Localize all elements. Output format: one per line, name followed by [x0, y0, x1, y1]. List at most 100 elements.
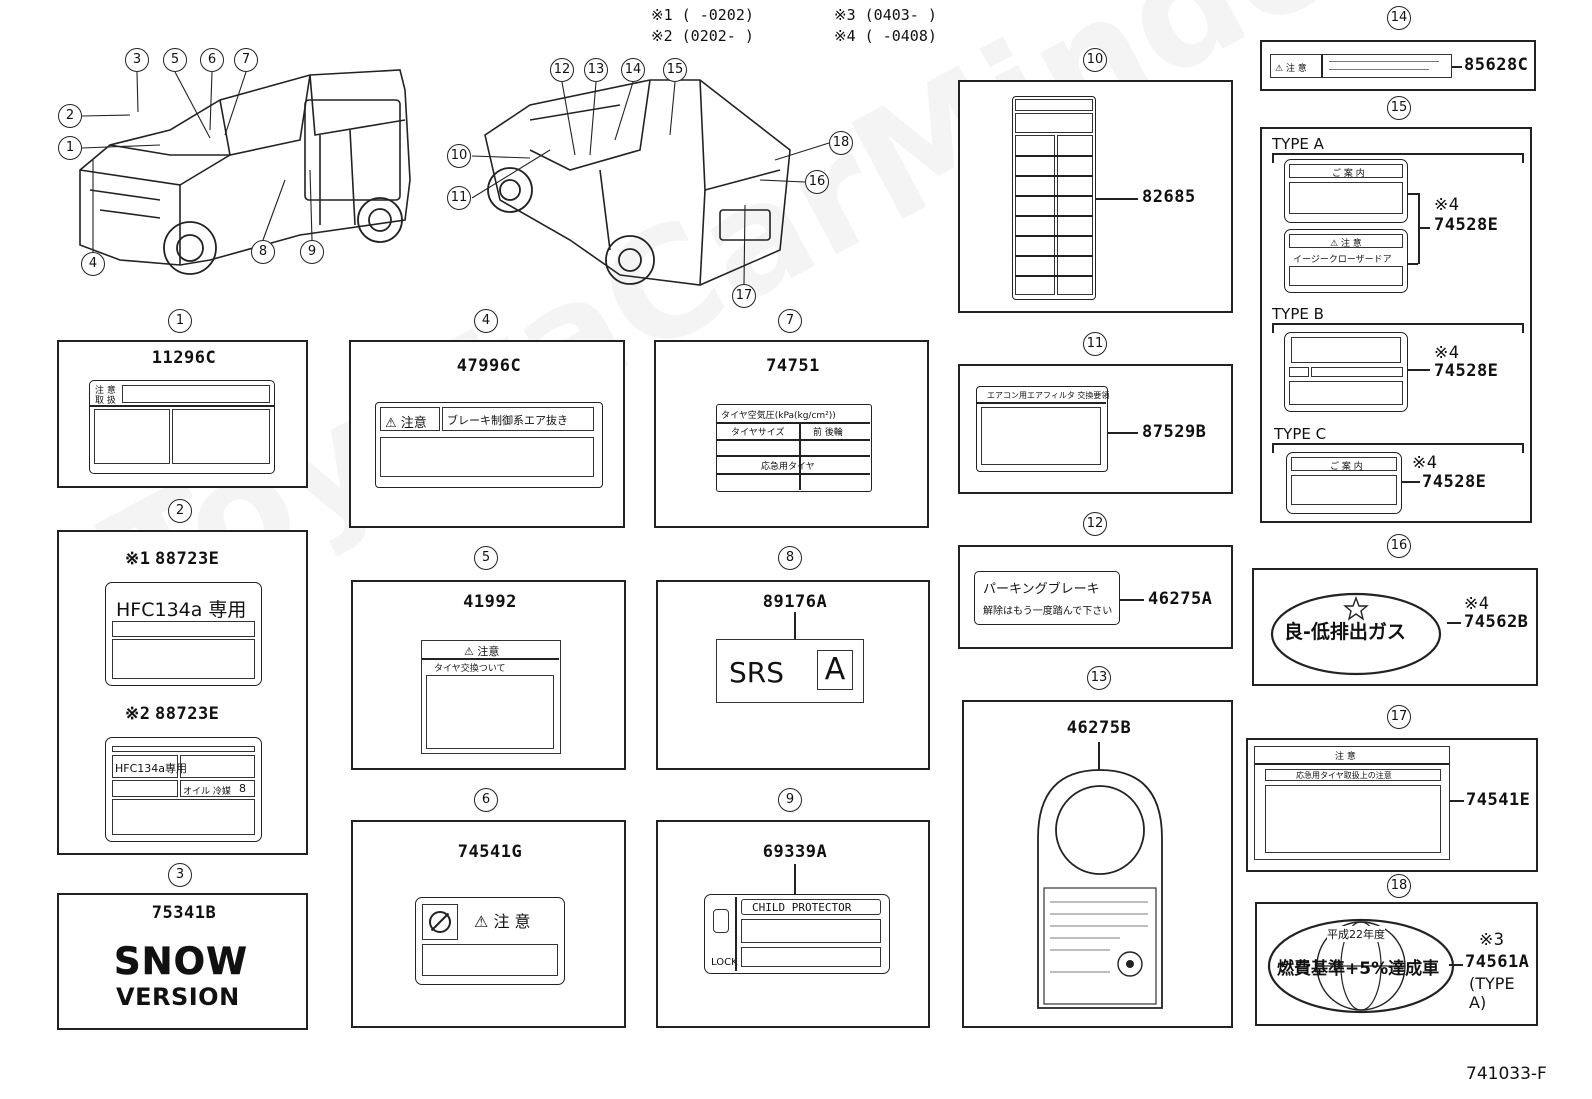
guide-text: ご 案 内 — [1332, 169, 1365, 179]
caution-text: ⚠ 注 意 — [1275, 64, 1307, 74]
label-cell — [1289, 367, 1309, 377]
type-a-title: TYPE A — [1272, 135, 1324, 153]
callout-14-heading: 14 — [1387, 6, 1411, 30]
label-47996c: ⚠ 注意 ブレーキ制御系エア抜き — [375, 402, 603, 488]
divider — [1015, 255, 1093, 257]
divider — [717, 439, 870, 441]
part-13-panel: 46275B — [962, 700, 1233, 1028]
label-text-a: 注 意 — [95, 386, 116, 396]
part-number: 74561A — [1465, 952, 1530, 972]
part-number-type-a: 74528E — [1434, 215, 1499, 235]
note-marker-1: ※1 — [125, 549, 151, 569]
bracket-line — [1408, 193, 1418, 195]
part-number-1: 88723E — [155, 549, 220, 569]
callout-14: 14 — [621, 58, 645, 82]
part-number-type-c: 74528E — [1422, 472, 1487, 492]
label-body — [981, 407, 1101, 465]
part-number: 47996C — [456, 356, 522, 376]
label-74751: タイヤ空気圧(kPa(kg/cm²)) タイヤサイズ 前 後輪 応急用タイヤ — [716, 404, 872, 492]
leader-line — [1098, 742, 1100, 770]
label-88723e-2: HFC134a専用 オイル 冷媒 8 — [105, 737, 262, 842]
label-body — [1291, 475, 1397, 505]
label-cell — [1311, 367, 1403, 377]
text-line — [1329, 69, 1429, 70]
label-type-b — [1284, 332, 1408, 412]
caution-text: ⚠ 注 意 — [474, 912, 531, 931]
fuel-economy-text: 燃費基準+5%達成車 — [1277, 959, 1440, 979]
oil-text: オイル 冷媒 — [183, 787, 231, 797]
divider — [1015, 175, 1093, 177]
callout-13: 13 — [584, 58, 608, 82]
divider — [90, 405, 274, 407]
leader-line — [1447, 622, 1461, 624]
bracket-line — [1522, 443, 1524, 453]
note-marker: ※4 — [1464, 594, 1490, 614]
label-69339a: LOCK CHILD PROTECTOR — [704, 894, 890, 974]
part-number: 74562B — [1464, 612, 1529, 632]
label-type-c: ご 案 内 — [1286, 452, 1402, 514]
label-body — [741, 947, 881, 967]
callout-16: 16 — [805, 170, 829, 194]
callout-4-heading: 4 — [474, 309, 498, 333]
part-number: 85628C — [1464, 55, 1529, 75]
label-body — [1289, 266, 1403, 286]
van-front-leaders — [81, 71, 313, 252]
part-number: 75341B — [151, 903, 217, 923]
leader-line — [1408, 369, 1430, 371]
callout-4: 4 — [81, 252, 105, 276]
label-88723e-1: HFC134a 専用 — [105, 582, 262, 686]
label-11296c: 注 意 取 扱 — [89, 380, 275, 474]
label-cell-hfc: HFC134a専用 — [112, 755, 187, 778]
note-marker-2: ※2 — [125, 704, 151, 724]
label-body — [112, 639, 255, 679]
callout-16-heading: 16 — [1387, 534, 1411, 558]
leader-line — [1449, 964, 1463, 966]
tire-pressure-header: タイヤ空気圧(kPa(kg/cm²)) — [721, 411, 836, 421]
label-cell-right — [172, 409, 270, 464]
label-header-box — [122, 385, 270, 403]
type-b-title: TYPE B — [1272, 305, 1324, 323]
label-body — [741, 919, 881, 943]
callout-2-heading: 2 — [168, 499, 192, 523]
leader-line — [1108, 432, 1138, 434]
callout-17: 17 — [732, 284, 756, 308]
note-3: ※3 (0403- ) — [834, 6, 937, 24]
part-number: 41992 — [463, 592, 517, 612]
front-rear-col: 前 後輪 — [813, 428, 843, 438]
bracket-line — [1418, 193, 1420, 264]
bracket-line — [1272, 323, 1274, 333]
label-header: ⚠ 注 意 — [1289, 234, 1403, 249]
fuel-economy-globe — [1267, 918, 1455, 1014]
label-cell — [180, 755, 255, 778]
label-74541e: 注 意 応急用タイヤ取扱上の注意 — [1254, 746, 1450, 860]
label-row — [1015, 99, 1093, 111]
van-rear-drawing — [484, 79, 791, 286]
part-16-panel: 良-低排出ガス ※4 74562B — [1252, 568, 1538, 686]
part-10-panel: 82685 — [958, 80, 1233, 313]
label-row: 応急用タイヤ取扱上の注意 — [1265, 769, 1441, 781]
callout-3: 3 — [125, 48, 149, 72]
leader-line — [1450, 800, 1464, 802]
note-marker: ※4 — [1434, 343, 1460, 363]
leader-line — [794, 612, 796, 639]
label-header — [1291, 337, 1401, 363]
title-box: ブレーキ制御系エア抜き — [442, 407, 594, 431]
label-title: ブレーキ制御系エア抜き — [447, 414, 568, 427]
srs-text: SRS — [729, 656, 785, 689]
lock-text: LOCK — [711, 957, 738, 968]
callout-6-heading: 6 — [474, 788, 498, 812]
part-12-panel: パーキングブレーキ 解除はもう一度踏んで下さい 46275A — [958, 545, 1233, 649]
tire-size-col: タイヤサイズ — [731, 428, 785, 438]
divider — [1015, 275, 1093, 277]
label-87529b: エアコン用エアフィルタ 交換要領 — [976, 386, 1109, 472]
part-number-2: 88723E — [155, 704, 220, 724]
callout-1: 1 — [58, 136, 82, 160]
type-text: (TYPE A) — [1469, 974, 1515, 1012]
child-protector-header: CHILD PROTECTOR — [741, 899, 881, 915]
divider — [977, 402, 1106, 404]
callout-12-heading: 12 — [1083, 512, 1107, 536]
part-number: 87529B — [1142, 422, 1207, 442]
part-17-panel: 注 意 応急用タイヤ取扱上の注意 74541E — [1246, 738, 1538, 872]
callout-6: 6 — [200, 48, 224, 72]
prohibition-icon — [429, 911, 451, 933]
